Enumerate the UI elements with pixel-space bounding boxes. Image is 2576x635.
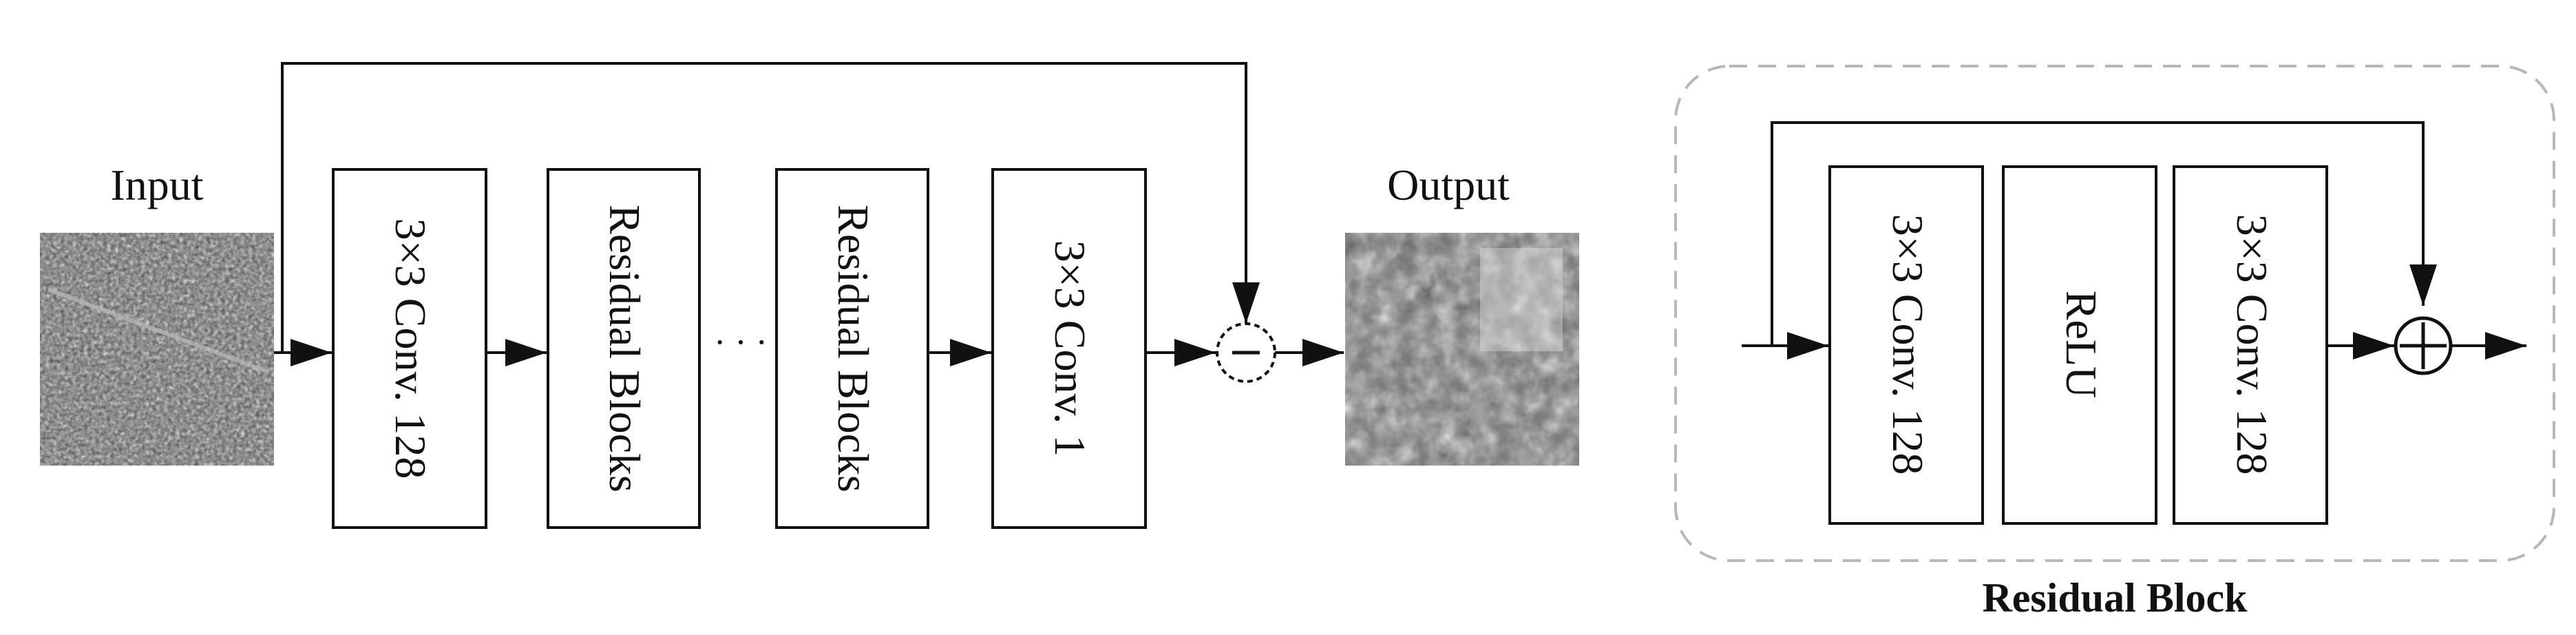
residual-blocks-2-label: Residual Blocks (829, 205, 878, 492)
input-image (40, 233, 274, 466)
residual-conv2-block (2173, 165, 2328, 525)
residual-block-title: Residual Block (1982, 575, 2248, 621)
residual-block-frame (1674, 65, 2555, 562)
conv128-label: 3×3 Conv. 128 (386, 218, 435, 479)
residual-blocks-1-label: Residual Blocks (600, 205, 649, 492)
residual-blocks-1 (547, 168, 701, 529)
conv1-block (991, 168, 1147, 529)
skip-connection-line (281, 62, 1260, 353)
subtract-node (1216, 322, 1276, 383)
add-node (2394, 316, 2453, 375)
relu-label: ReLU (2057, 291, 2106, 398)
residual-conv1-label: 3×3 Conv. 128 (1883, 214, 1932, 475)
residual-blocks-2 (775, 168, 929, 529)
ellipsis: · · · (714, 323, 768, 362)
relu-block (2002, 165, 2157, 525)
output-image (1345, 233, 1579, 466)
input-label: Input (110, 160, 203, 209)
residual-conv1-block (1828, 165, 1984, 525)
conv1-label: 3×3 Conv. 1 (1046, 240, 1095, 457)
residual-conv2-label: 3×3 Conv. 128 (2228, 214, 2277, 475)
output-label: Output (1387, 160, 1510, 209)
conv128-block (332, 168, 487, 529)
residual-skip-line (1771, 121, 2437, 346)
